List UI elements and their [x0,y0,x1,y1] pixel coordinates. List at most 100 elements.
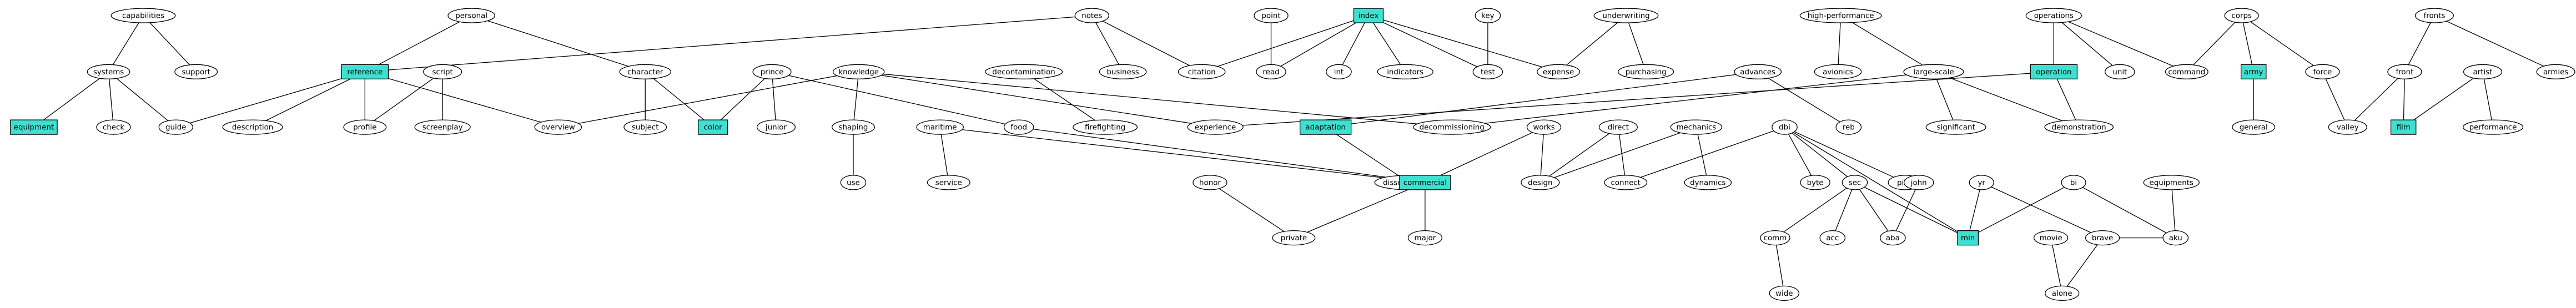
node-bi[interactable]: bi [2061,175,2086,190]
node-character[interactable]: character [619,64,671,79]
node-operations[interactable]: operations [2025,8,2082,23]
node-reference[interactable]: reference [341,64,389,79]
node-expense[interactable]: expense [1537,64,1581,79]
node-prince[interactable]: prince [752,64,792,79]
node-color[interactable]: color [698,119,728,135]
node-use[interactable]: use [840,175,867,190]
edge-knowledge-experience [858,71,1216,128]
node-point[interactable]: point [1254,8,1289,23]
node-index[interactable]: index [1353,8,1384,23]
node-reb[interactable]: reb [1835,119,1862,135]
node-citation[interactable]: citation [1178,64,1226,79]
node-aku[interactable]: aku [2162,230,2189,246]
node-knowledge[interactable]: knowledge [832,64,885,79]
node-works[interactable]: works [1526,119,1562,135]
node-script[interactable]: script [423,64,462,79]
node-check[interactable]: check [96,119,131,135]
node-demonstration[interactable]: demonstration [2044,119,2114,135]
node-command[interactable]: command [2165,64,2208,79]
node-screenplay[interactable]: screenplay [414,119,471,135]
node-john[interactable]: john [1903,175,1934,190]
node-commercial[interactable]: commercial [1399,175,1451,190]
node-label: army [2244,68,2263,77]
node-avionics[interactable]: avionics [1814,64,1862,79]
node-support[interactable]: support [174,64,218,79]
node-private[interactable]: private [1272,230,1316,246]
node-equipments[interactable]: equipments [2143,175,2200,190]
node-alone[interactable]: alone [2045,285,2080,301]
node-label: maritime [923,124,957,132]
node-aba[interactable]: aba [1880,230,1906,246]
edge-fronts-front [2404,15,2435,72]
node-decontamination[interactable]: decontamination [984,64,1063,79]
node-large-scale[interactable]: large-scale [1903,64,1964,79]
node-business[interactable]: business [1099,64,1147,79]
node-equipment[interactable]: equipment [10,119,58,135]
node-notes[interactable]: notes [1074,8,1109,23]
node-significant[interactable]: significant [1925,119,1986,135]
node-test[interactable]: test [1472,64,1503,79]
node-direct[interactable]: direct [1598,119,1638,135]
node-capabilities[interactable]: capabilities [110,8,176,23]
node-front[interactable]: front [2387,64,2422,79]
node-ellipse [1413,119,1491,135]
node-dbi[interactable]: dbi [1772,119,1798,135]
node-connect[interactable]: connect [1604,175,1648,190]
node-sec[interactable]: sec [1842,175,1868,190]
edge-notes-business [1091,15,1124,72]
node-byte[interactable]: byte [1800,175,1830,190]
node-performance[interactable]: performance [2462,119,2524,135]
node-description[interactable]: description [222,119,283,135]
node-unit[interactable]: unit [2105,64,2135,79]
node-label: yr [1978,179,1986,187]
node-purchasing[interactable]: purchasing [1618,64,1674,79]
node-key[interactable]: key [1475,8,1501,23]
node-wide[interactable]: wide [1769,285,1800,301]
node-personal[interactable]: personal [447,8,496,23]
node-major[interactable]: major [1407,230,1443,246]
node-artist[interactable]: artist [2463,64,2502,79]
node-movie[interactable]: movie [2034,230,2069,246]
node-firefighting[interactable]: firefighting [1073,119,1138,135]
node-indicators[interactable]: indicators [1377,64,1433,79]
node-film[interactable]: film [2390,119,2417,135]
node-fronts[interactable]: fronts [2414,8,2454,23]
node-shaping[interactable]: shaping [832,119,875,135]
node-design[interactable]: design [1521,175,1560,190]
node-army[interactable]: army [2241,64,2267,79]
node-service[interactable]: service [927,175,970,190]
node-comm[interactable]: comm [1760,230,1790,246]
node-food[interactable]: food [1003,119,1034,135]
node-experience[interactable]: experience [1187,119,1244,135]
node-armies[interactable]: armies [2536,64,2575,79]
node-junior[interactable]: junior [756,119,796,135]
node-mechanics[interactable]: mechanics [1670,119,1723,135]
node-overview[interactable]: overview [534,119,582,135]
node-label: john [1910,179,1927,187]
node-subject[interactable]: subject [623,119,667,135]
node-valley[interactable]: valley [2328,119,2367,135]
node-dynamics[interactable]: dynamics [1684,175,1732,190]
node-honor[interactable]: honor [1193,175,1227,190]
node-maritime[interactable]: maritime [916,119,964,135]
node-underwriting[interactable]: underwriting [1593,8,1659,23]
node-min[interactable]: min [1957,230,1979,246]
node-corps[interactable]: corps [2224,8,2259,23]
node-ellipse [1475,8,1501,23]
node-profile[interactable]: profile [343,119,387,135]
node-yr[interactable]: yr [1969,175,1994,190]
node-systems[interactable]: systems [87,64,130,79]
node-operation[interactable]: operation [2030,64,2078,79]
node-general[interactable]: general [2232,119,2276,135]
node-guide[interactable]: guide [158,119,193,135]
node-advances[interactable]: advances [1734,64,1782,79]
node-adaptation[interactable]: adaptation [1300,119,1352,135]
node-high-performance[interactable]: high-performance [1799,8,1882,23]
node-acc[interactable]: acc [1819,230,1846,246]
node-int[interactable]: int [1326,64,1352,79]
node-brave[interactable]: brave [2085,230,2120,246]
node-read[interactable]: read [1256,64,1286,79]
node-decommissioning[interactable]: decommissioning [1413,119,1491,135]
node-force[interactable]: force [2305,64,2340,79]
node-label: equipment [14,124,54,132]
